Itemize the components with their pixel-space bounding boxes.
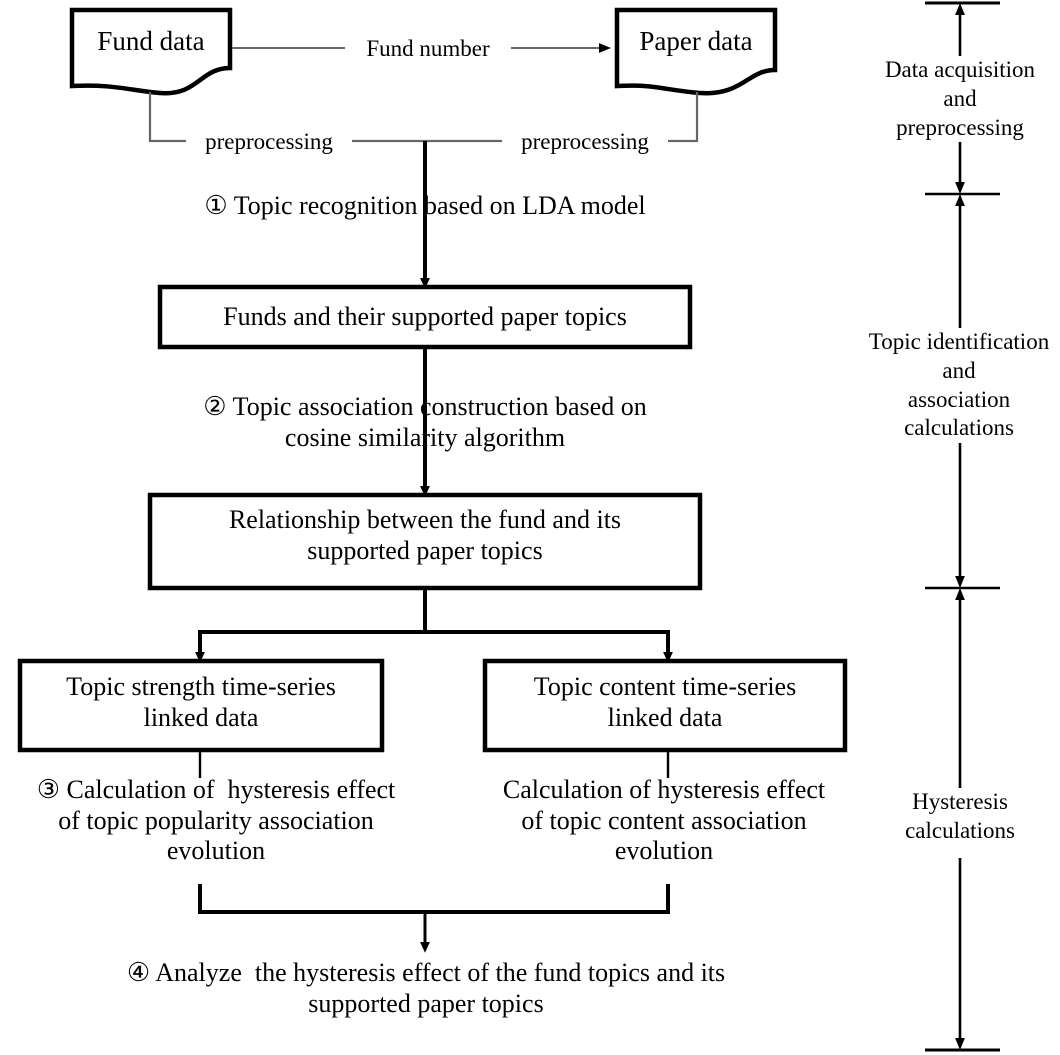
topic-content-box-label: Topic content time-series linked data bbox=[533, 672, 797, 732]
topic-strength-box-label: Topic strength time-series linked data bbox=[66, 672, 336, 732]
connector-split-to-branches bbox=[195, 588, 673, 663]
fund-number-edge-label: Fund number bbox=[345, 35, 511, 63]
phase-topic-identification-label: Topic identification and association cal… bbox=[858, 328, 1060, 443]
step-4-text: Analyze the hysteresis effect of the fun… bbox=[155, 958, 726, 1018]
step-2-text: Topic association construction based on … bbox=[232, 392, 647, 452]
step-3-left-text: Calculation of hysteresis effect of topi… bbox=[58, 775, 396, 866]
funds-topics-box-label: Funds and their supported paper topics bbox=[223, 302, 627, 331]
step-4: ④ Analyze the hysteresis effect of the f… bbox=[70, 958, 782, 1019]
phase-hysteresis-label: Hysteresis calculations bbox=[870, 788, 1050, 846]
paper-data-shape bbox=[614, 7, 778, 96]
preprocessing-right-label: preprocessing bbox=[502, 128, 668, 156]
connector-merge-to-step4 bbox=[198, 884, 670, 953]
preprocessing-left-label: preprocessing bbox=[186, 128, 352, 156]
topic-content-box-rect bbox=[482, 658, 848, 753]
step-3-marker: ③ bbox=[36, 775, 61, 804]
step-4-marker: ④ bbox=[126, 958, 151, 987]
step-1-text: Topic recognition based on LDA model bbox=[233, 191, 646, 220]
phase-bracket-column bbox=[925, 1, 1000, 1052]
step-1: ① Topic recognition based on LDA model bbox=[120, 191, 730, 222]
fund-data-shape bbox=[69, 7, 233, 96]
relationship-box-label: Relationship between the fund and its su… bbox=[228, 505, 622, 565]
fund-data-label: Fund data bbox=[97, 26, 205, 56]
step-3-right: Calculation of hysteresis effect of topi… bbox=[502, 775, 826, 866]
paper-data-label: Paper data bbox=[639, 26, 753, 56]
step-3-left: ③ Calculation of hysteresis effect of to… bbox=[0, 775, 432, 867]
step-2-marker: ② bbox=[203, 392, 227, 421]
step-1-marker: ① bbox=[204, 191, 228, 220]
phase-data-acquisition-label: Data acquisition and preprocessing bbox=[870, 56, 1050, 143]
step-2: ② Topic association construction based o… bbox=[120, 392, 730, 453]
relationship-box-rect bbox=[147, 492, 703, 591]
